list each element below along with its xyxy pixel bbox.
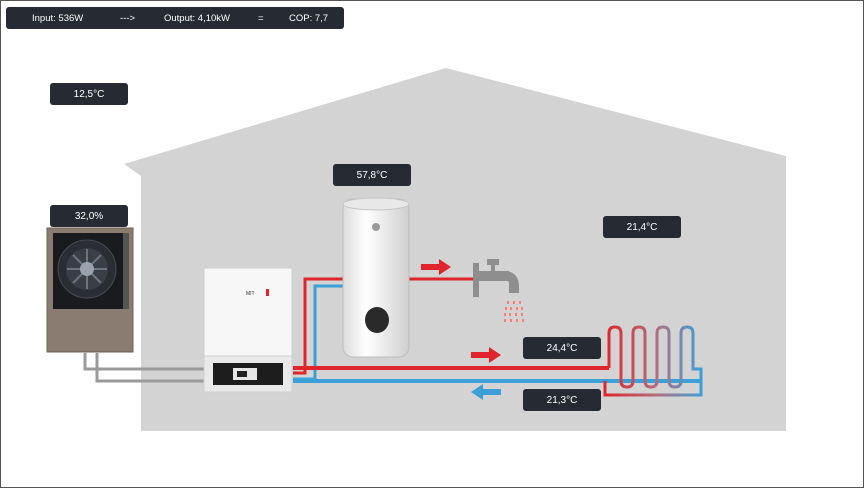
outdoor-heat-pump [46,227,134,353]
floor-heating-coil [603,325,703,397]
outdoor-pipe-lower [95,353,207,383]
outdoor-pipe-upper [83,353,207,371]
return-arrow-icon [471,384,501,400]
tap-icon [473,259,519,297]
indoor-unit-logo: MIT [246,291,255,297]
flow-temp-badge: 24,4°C [523,337,601,359]
tank-temp-badge: 57,8°C [333,164,411,186]
return-temp-badge: 21,3°C [523,389,601,411]
indoor-unit: MIT [203,267,293,393]
hot-water-pipe [293,277,346,375]
heatpump-load-badge: 32,0% [50,205,128,227]
summary-equals: = [258,13,264,24]
summary-arrow: ---> [120,13,136,24]
performance-summary-bar: Input: 536W ---> Output: 4,10kW = COP: 7… [6,7,344,29]
room-temp-badge: 21,4°C [603,216,681,238]
output-power-label: Output: 4,10kW [164,13,231,24]
outdoor-temp-badge: 12,5°C [50,83,128,105]
input-power-label: Input: 536W [32,13,84,24]
tap-arrow-icon [421,259,451,275]
cop-label: COP: 7,7 [289,13,329,24]
hot-water-tank [342,197,410,358]
flow-arrow-icon [471,347,501,363]
water-spray-icon [504,301,524,322]
